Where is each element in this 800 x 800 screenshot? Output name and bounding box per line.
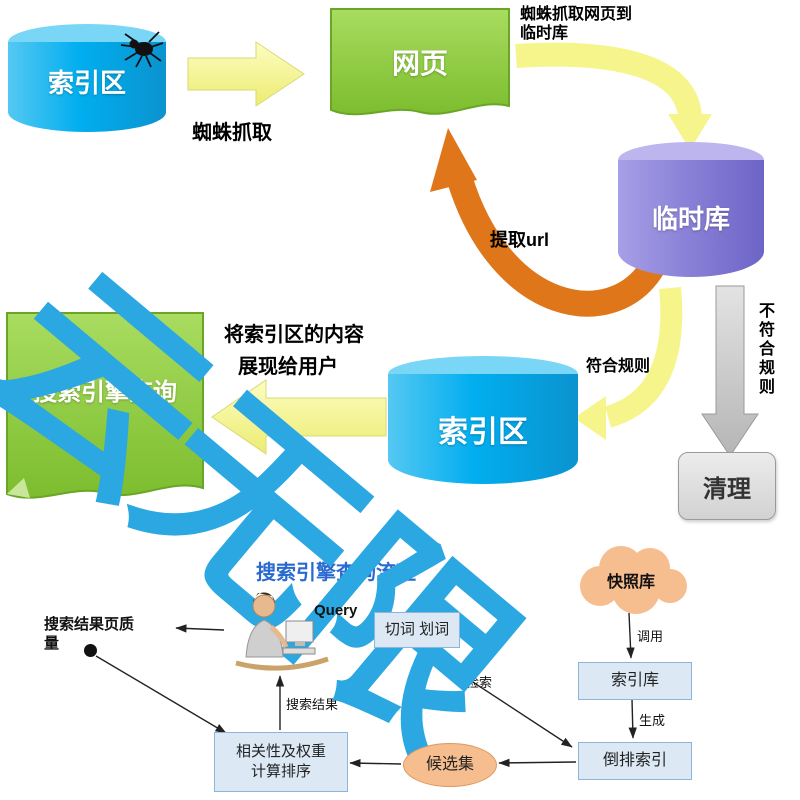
inverted-index-label: 倒排索引 [602,752,667,770]
call-label: 调用 [637,629,664,644]
retrieve-label: 检索 [466,675,493,690]
line-indexlib-to-inverted [628,698,637,739]
quality-label: 搜索结果页质量 [44,616,135,652]
not-match-rule-label: 不符合规则 [756,302,773,397]
ranking-box: 相关性及权重 计算排序 [214,732,348,792]
line-quality-to-ranking [95,655,227,734]
query-doc: 搜索引擎查询 [4,310,206,516]
webpage-doc: 网页 [328,6,512,132]
arrowhead-tempdb-to-index [574,396,606,440]
arrowhead-webpage-to-tempdb [668,114,712,150]
index-db-mid: 索引区 [388,356,578,484]
snapshot-cloud: 快照库 [566,540,696,616]
cylinder-body [618,160,764,277]
line-snapshot-to-indexlib [626,612,635,659]
cloud-icon [580,546,687,614]
arrowhead-tempdb-to-webpage [430,128,477,192]
result-label: 搜索结果 [286,697,339,712]
cleanup-box: 清理 [678,452,776,520]
query-text-label: Query [314,602,358,619]
line-candidate-to-ranking [349,759,402,768]
index-lib-label: 索引库 [610,672,659,690]
crawl-label-line2: 临时库 [520,25,569,42]
segment-box: 切词 划词 [374,612,460,648]
user-computer-icon [235,592,329,671]
line-inverted-to-candidate [498,758,577,768]
display-label-line2: 展现给用户 [238,356,338,378]
candidate-set-ellipse: 候选集 [403,743,497,787]
segment-box-label: 切词 划词 [384,620,450,638]
webpage-doc-shape [330,8,510,116]
generate-label: 生成 [639,713,666,728]
spider-crawl-label: 蜘蛛抓取 [192,122,272,144]
display-label-line1: 将索引区的内容 [224,324,364,346]
line-user-to-quality [175,624,225,633]
spider-icon [120,31,164,68]
ranking-label-line2: 计算排序 [250,763,311,780]
arrow-webpage-to-tempdb [515,42,702,120]
index-lib-box: 索引库 [578,662,692,700]
cleanup-label: 清理 [703,475,751,503]
query-doc-shape [6,312,204,499]
ranking-label-line1: 相关性及权重 [235,742,326,760]
line-segment-to-inverted [420,647,573,748]
bottom-flow-title: 搜索引擎查询流程 [256,562,416,584]
temp-db-label: 临时库 [651,203,730,234]
feedback-dot [84,644,97,657]
index-db-top: 索引区 [8,24,166,132]
arrow-index-to-query [211,379,387,455]
index-db-top-label: 索引区 [47,67,126,98]
arrow-tempdb-to-webpage [447,176,664,317]
query-doc-label: 搜索引擎查询 [33,379,177,406]
extract-url-label: 提取url [490,230,550,250]
index-db-mid-label: 索引区 [438,416,528,450]
crawl-label-line1: 蜘蛛抓取网页到 [520,6,633,23]
cylinder-body [388,374,578,484]
match-rule-label: 符合规则 [586,358,651,375]
arrow-index-to-webpage [187,41,305,107]
cylinder-body [8,42,166,132]
inverted-index-box: 倒排索引 [578,742,692,780]
temp-db: 临时库 [618,142,764,277]
webpage-label: 网页 [391,48,448,79]
candidate-set-label: 候选集 [425,756,474,774]
snapshot-cloud-label: 快照库 [606,574,655,591]
arrow-tempdb-to-index [604,286,683,428]
arrow-tempdb-to-cleanup [701,285,759,457]
